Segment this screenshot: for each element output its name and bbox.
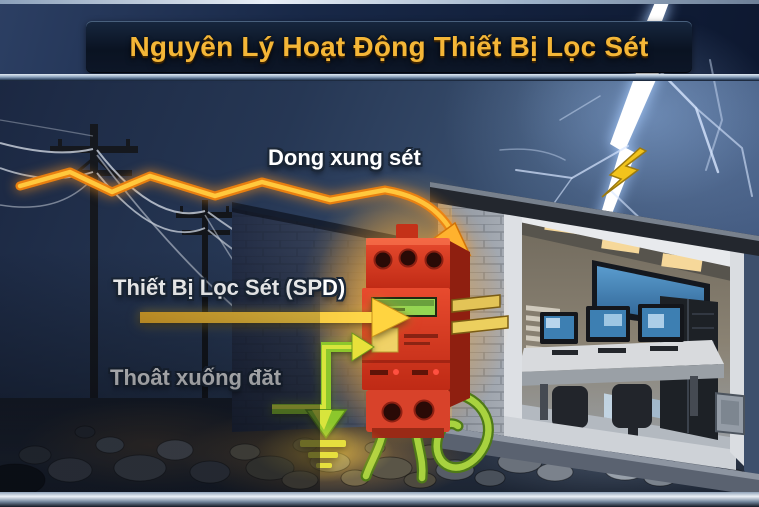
status-indicators [370,369,439,375]
spd-body [362,224,470,438]
lightning-bolt-icon [601,147,648,198]
control-room-interior [518,208,736,452]
left-vignette [0,250,320,507]
building-base [438,426,759,496]
bottom-metallic-strip [0,492,759,507]
roof [430,182,759,256]
top-metallic-strip [0,0,759,4]
computer-monitors [540,304,684,355]
electrical-wall-box [715,392,745,436]
right-exterior-wall [744,252,759,502]
busbars [451,294,509,335]
banner-separator [0,74,759,81]
title-plate: Nguyên Lý Hoạt Động Thiết Bị Lọc Sét [86,21,692,73]
surge-current-label: Dong xung sét [268,145,421,170]
page-title: Nguyên Lý Hoạt Động Thiết Bị Lọc Sét [129,31,649,62]
